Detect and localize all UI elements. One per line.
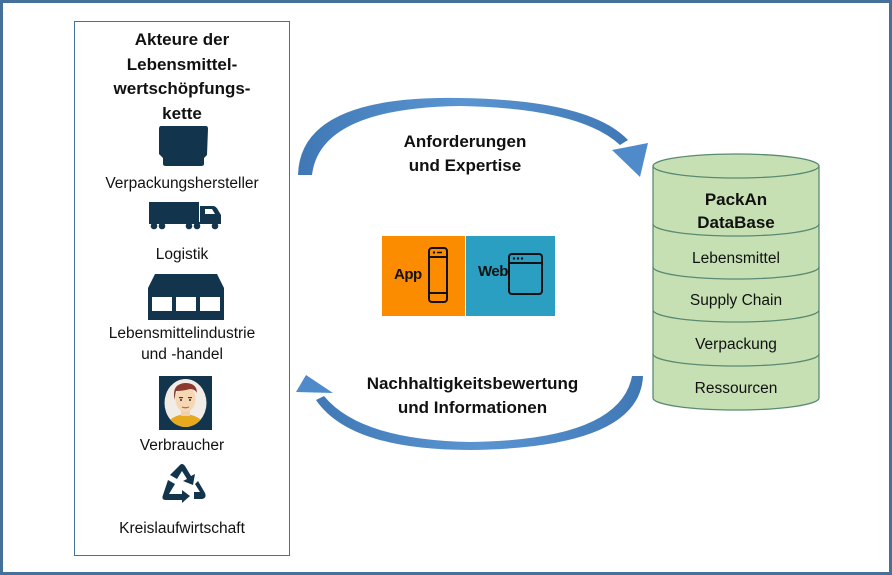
browser-window-icon: [508, 253, 543, 295]
db-section-verpackung: Verpackung: [695, 336, 777, 353]
title-line: PackAn: [704, 190, 768, 209]
db-section-supply-chain: Supply Chain: [689, 292, 783, 309]
flow-line: und Expertise: [408, 156, 522, 175]
packaging-tray-icon: [159, 126, 208, 166]
consumer-avatar-icon: [159, 376, 212, 430]
truck-icon: [149, 202, 221, 230]
actor-label-lebensmittelindustrie: Lebensmittelindustrie und -handel: [75, 323, 289, 365]
title-line: Lebensmittel-: [126, 54, 238, 74]
actor-label-kreislaufwirtschaft: Kreislaufwirtschaft: [119, 520, 245, 537]
label-line: und -handel: [141, 346, 223, 363]
flow-line: Nachhaltigkeitsbewertung: [366, 374, 579, 393]
db-section-lebensmittel: Lebensmittel: [692, 250, 780, 267]
flow-line: und Informationen: [397, 398, 548, 417]
flow-label-sustainability: Nachhaltigkeitsbewertung und Information…: [340, 372, 605, 420]
smartphone-icon: [428, 247, 448, 303]
db-divider: [652, 223, 820, 237]
db-divider: [652, 309, 820, 323]
label-line: Lebensmittelindustrie: [108, 325, 256, 342]
store-icon: [148, 274, 224, 320]
recycle-icon: [162, 464, 206, 503]
flow-line: Anforderungen: [403, 132, 527, 151]
web-tile: Web: [466, 236, 555, 316]
title-line: Akteure der: [134, 30, 230, 49]
db-divider: [652, 266, 820, 280]
title-line: DataBase: [697, 213, 775, 232]
database-title: PackAn DataBase: [652, 188, 820, 234]
title-line: kette: [162, 103, 202, 123]
database-cylinder: [652, 153, 820, 411]
actors-panel-title: Akteure der Lebensmittel- wertschöpfungs…: [75, 28, 289, 126]
web-label: Web: [478, 263, 508, 280]
actor-label-logistik: Logistik: [155, 246, 209, 263]
actors-panel: Akteure der Lebensmittel- wertschöpfungs…: [74, 21, 290, 556]
actor-label-verbraucher: Verbraucher: [139, 437, 225, 454]
arrow-head-to-actors: [296, 375, 333, 393]
app-tile: App: [382, 236, 465, 316]
title-line: wertschöpfungs-: [113, 79, 251, 98]
actor-label-verpackungshersteller: Verpackungshersteller: [105, 175, 259, 192]
arrow-head-to-database: [612, 143, 648, 177]
db-section-ressourcen: Ressourcen: [694, 380, 778, 397]
app-label: App: [394, 266, 422, 283]
flow-label-requirements: Anforderungen und Expertise: [360, 130, 570, 178]
db-divider: [652, 353, 820, 367]
